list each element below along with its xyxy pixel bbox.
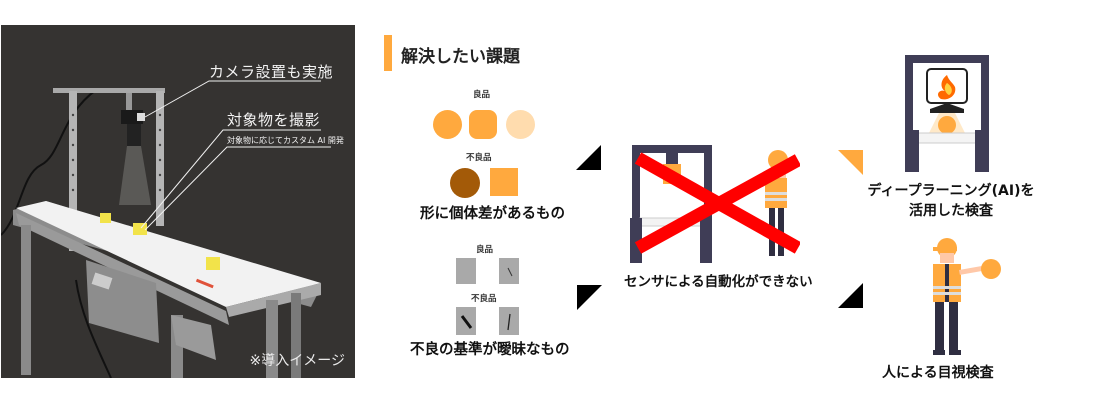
shape-variance-caption: 形に個体差があるもの — [420, 206, 565, 222]
conveyor-illustration — [1, 80, 331, 378]
human-inspection-caption: 人による目視検査 — [882, 365, 994, 381]
good-circle-icon — [433, 110, 462, 139]
conveyor-photo-panel: カメラ設置も実施 対象物を撮影 対象物に応じてカスタム AI 開発 ※導入イメー… — [1, 25, 355, 378]
good-thin-scratch-card-icon — [499, 258, 519, 284]
bad-label: 不良品 — [471, 294, 497, 304]
good-plain-card-icon — [456, 258, 476, 284]
ai-caption-line2: 活用した検査 — [909, 203, 993, 219]
sensor-not-possible-caption: センサによる自動化ができない — [624, 274, 813, 290]
ambiguous-defect-example: 良品 不良品 不良の基準が曖昧なもの — [400, 240, 590, 360]
bad-long-scratch-card-icon — [499, 307, 519, 335]
arrow-triangle-upper-left-icon — [576, 145, 601, 170]
section-title: 解決したい課題 — [401, 47, 520, 67]
callout-capture-object: 対象物を撮影 — [227, 111, 321, 129]
ai-inspection-illustration — [905, 55, 995, 175]
good-light-circle-icon — [506, 110, 535, 139]
arrow-triangle-lower-left-icon — [577, 285, 602, 310]
good-rounded-square-icon — [469, 110, 497, 139]
good-label: 良品 — [476, 245, 494, 255]
title-accent-bar — [384, 35, 392, 71]
bad-square-icon — [490, 168, 518, 196]
ambiguous-defect-caption: 不良の基準が曖昧なもの — [410, 342, 570, 358]
callout-custom-ai: 対象物に応じてカスタム AI 開発 — [227, 136, 344, 145]
bad-dark-circle-icon — [450, 168, 480, 198]
good-label: 良品 — [473, 90, 491, 100]
bad-label: 不良品 — [466, 153, 492, 163]
arrow-triangle-lower-right-icon — [838, 283, 863, 308]
shape-variance-example: 良品 不良品 形に個体差があるもの — [400, 85, 570, 225]
image-note: ※導入イメージ — [249, 353, 345, 369]
arrow-triangle-upper-right-icon — [838, 150, 863, 175]
sensor-automation-illustration — [630, 140, 802, 265]
bad-thick-scratch-card-icon — [456, 307, 476, 335]
callout-camera-install: カメラ設置も実施 — [209, 63, 334, 81]
ai-inspection-caption: ディープラーニング(AI)を 活用した検査 — [861, 181, 1041, 221]
ai-caption-line1: ディープラーニング(AI)を — [867, 183, 1035, 199]
human-inspector-illustration — [925, 238, 1005, 358]
